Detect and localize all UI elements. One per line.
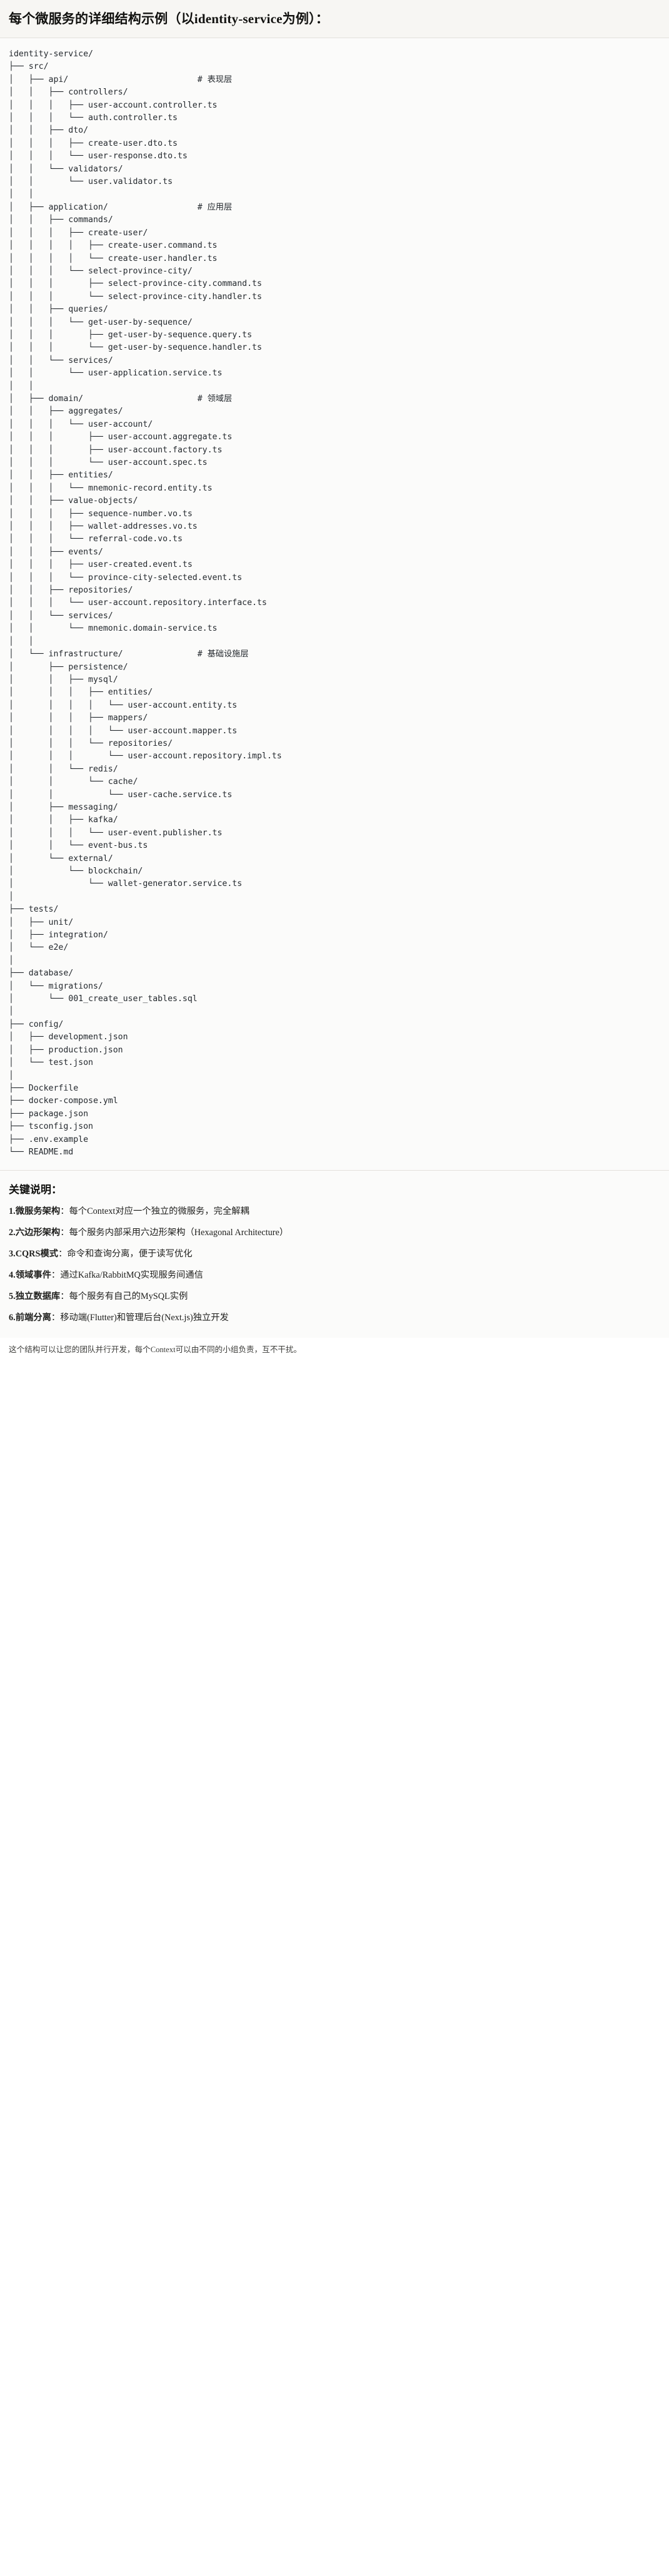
page-root: 每个微服务的详细结构示例（以identity-service为例）： ident…	[0, 0, 669, 1368]
key-point-lead: 前端分离	[15, 1313, 51, 1323]
list-item: 4.领域事件：通过Kafka/RabbitMQ实现服务间通信	[9, 1269, 660, 1282]
directory-tree: identity-service/ ├── src/ │ ├── api/ # …	[9, 49, 282, 1157]
key-points-heading: 关键说明：	[9, 1184, 62, 1196]
key-point-number: 2.	[9, 1228, 16, 1238]
key-point-lead: 六边形架构	[15, 1228, 61, 1238]
key-point-number: 6.	[9, 1313, 16, 1323]
list-item: 1.微服务架构：每个Context对应一个独立的微服务，完全解耦	[9, 1205, 660, 1218]
page-title: 每个微服务的详细结构示例（以identity-service为例）：	[9, 11, 329, 26]
key-point-desc: ：移动端(Flutter)和管理后台(Next.js)独立开发	[51, 1313, 229, 1323]
key-point-lead: CQRS模式	[15, 1249, 59, 1260]
key-point-desc: ：通过Kafka/RabbitMQ实现服务间通信	[51, 1270, 203, 1281]
list-item: 2.六边形架构：每个服务内部采用六边形架构（Hexagonal Architec…	[9, 1226, 660, 1240]
key-point-desc: ：命令和查询分离，便于读写优化	[58, 1249, 193, 1260]
list-item: 6.前端分离：移动端(Flutter)和管理后台(Next.js)独立开发	[9, 1311, 660, 1325]
key-point-number: 4.	[9, 1270, 16, 1281]
key-point-number: 5.	[9, 1291, 16, 1302]
key-points-section: 关键说明： 1.微服务架构：每个Context对应一个独立的微服务，完全解耦 2…	[0, 1171, 669, 1338]
key-point-desc: ：每个Context对应一个独立的微服务，完全解耦	[60, 1206, 249, 1217]
directory-tree-block: identity-service/ ├── src/ │ ├── api/ # …	[0, 38, 669, 1171]
key-point-number: 3.	[9, 1249, 16, 1260]
key-point-lead: 微服务架构	[15, 1206, 61, 1217]
footnote-text: 这个结构可以让您的团队并行开发，每个Context可以由不同的小组负责，互不干扰…	[0, 1338, 669, 1368]
list-item: 3.CQRS模式：命令和查询分离，便于读写优化	[9, 1248, 660, 1261]
key-point-lead: 独立数据库	[15, 1291, 61, 1302]
key-point-desc: ：每个服务有自己的MySQL实例	[60, 1291, 188, 1302]
key-point-desc: ：每个服务内部采用六边形架构（Hexagonal Architecture）	[60, 1228, 289, 1238]
title-band: 每个微服务的详细结构示例（以identity-service为例）：	[0, 0, 669, 38]
list-item: 5.独立数据库：每个服务有自己的MySQL实例	[9, 1290, 660, 1303]
key-points-list: 1.微服务架构：每个Context对应一个独立的微服务，完全解耦 2.六边形架构…	[9, 1205, 660, 1325]
key-point-lead: 领域事件	[15, 1270, 51, 1281]
key-point-number: 1.	[9, 1206, 16, 1217]
